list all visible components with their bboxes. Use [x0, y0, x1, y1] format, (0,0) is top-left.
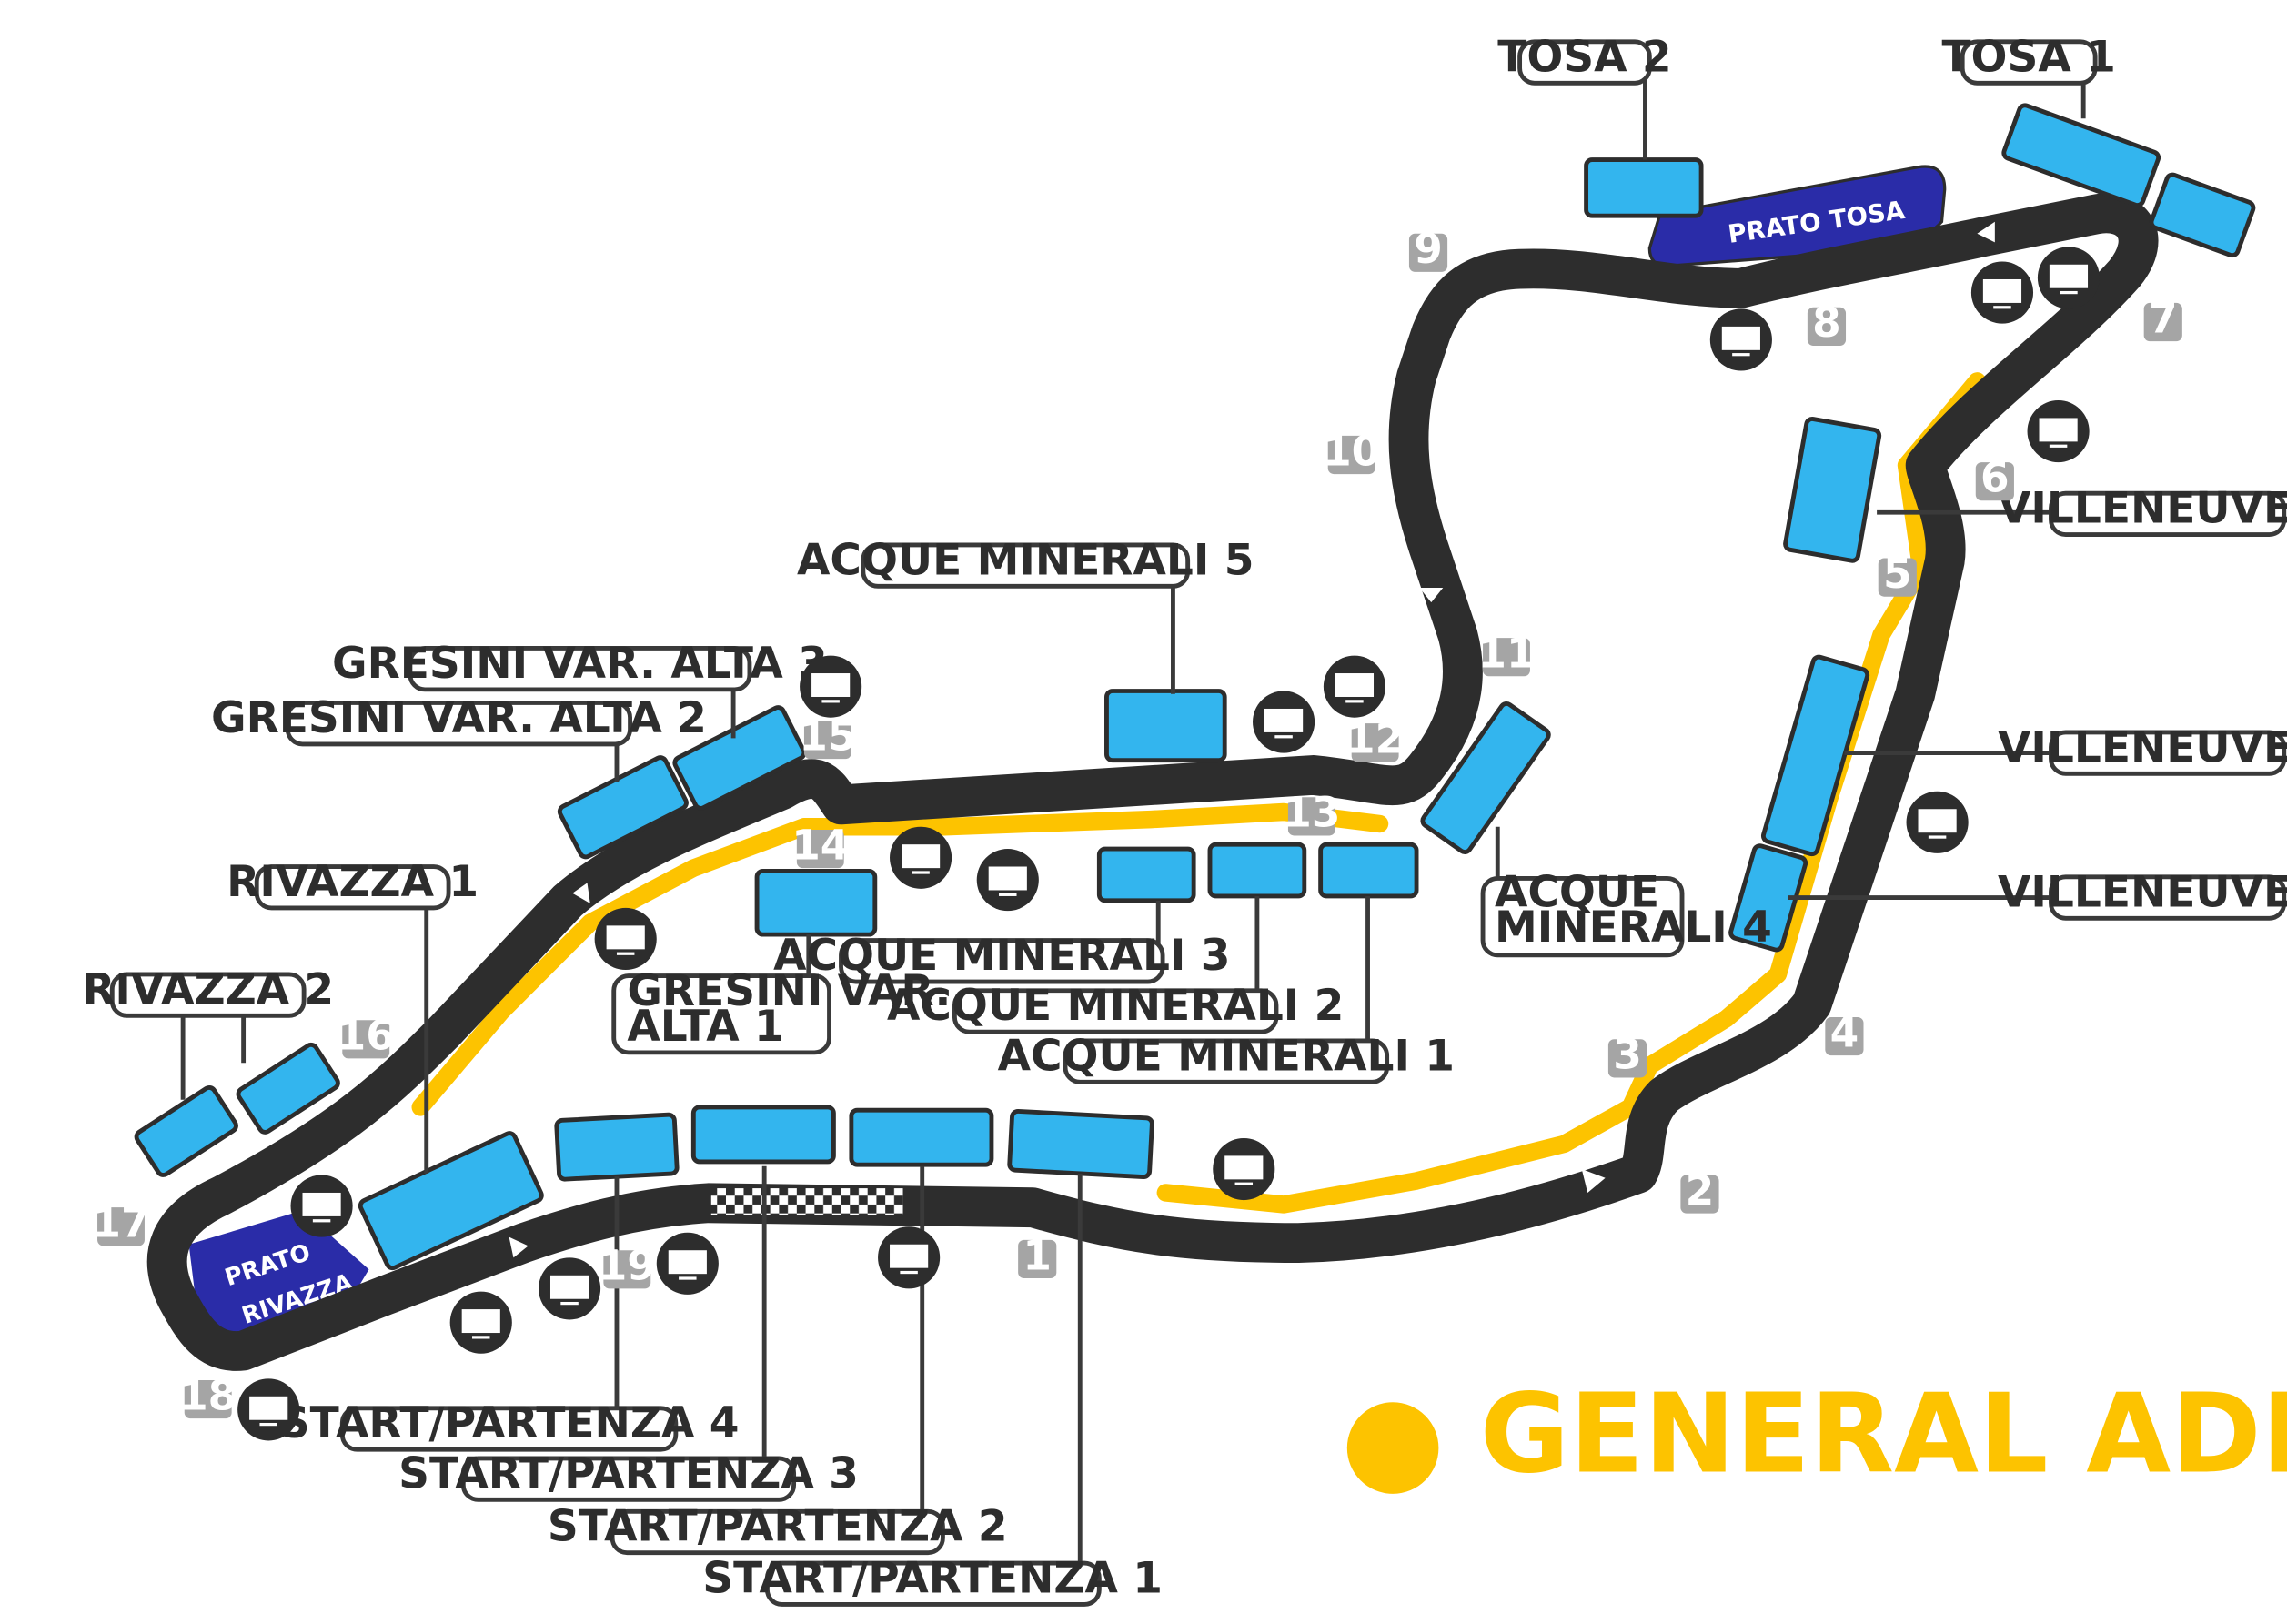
stand-start-2 [849, 1107, 994, 1167]
stand-rivazza-2a [134, 1084, 238, 1177]
tv-screen-icon [890, 826, 952, 889]
turn-11: 11 [1477, 630, 1535, 678]
tv-screen-icon [976, 849, 1039, 912]
tv-screen-icon [656, 1232, 719, 1295]
stand-rivazza-1 [358, 1131, 544, 1271]
label-rivazza-1: RIVAZZA 1 [227, 857, 479, 907]
turn-2: 2 [1686, 1166, 1715, 1215]
chevron-icon [572, 883, 590, 904]
tv-screen-icon [878, 1226, 941, 1289]
turn-markers: 1 2 3 4 5 6 7 8 9 10 11 12 13 14 15 16 1… [92, 225, 2182, 1419]
label-gresini-3: GRESINI VAR. ALTA 3 [332, 639, 828, 689]
label-start-1: START/PARTENZA 1 [702, 1554, 1163, 1604]
stand-tosa-2 [1584, 157, 1704, 218]
turn-3: 3 [1613, 1031, 1642, 1079]
stand-start-4 [554, 1112, 680, 1182]
label-villeneuve-3: VILLENEUVE 3 [1998, 484, 2287, 534]
chevron-icon [1977, 221, 1995, 243]
legend-general-admission-label: GENERAL ADMISSION [1480, 1372, 2287, 1498]
turn-13: 13 [1283, 789, 1340, 837]
turn-14: 14 [791, 821, 849, 869]
label-tosa-2: TOSA 2 [1497, 32, 1671, 82]
label-villeneuve-2: VILLENEUVE 2 [1998, 722, 2287, 772]
label-acque-minerali-5: ACQUE MINERALI 5 [797, 535, 1254, 585]
tv-screen-icon [237, 1378, 300, 1441]
label-acque-minerali-4-line1: ACQUE [1495, 867, 1659, 917]
chevron-icon [509, 1236, 529, 1258]
turn-9: 9 [1414, 225, 1443, 273]
stand-acque-minerali-1 [1318, 842, 1419, 899]
turn-4: 4 [1830, 1008, 1859, 1056]
tv-screen-icon [1213, 1137, 1275, 1201]
tv-screen-icon [2037, 247, 2101, 309]
legend-general-admission-dot [1346, 1402, 1439, 1494]
turn-18: 18 [179, 1371, 237, 1419]
stand-villeneuve-2 [1760, 654, 1870, 857]
chevron-icon [1581, 1169, 1606, 1193]
stand-gresini-2 [557, 755, 689, 860]
tv-screen-icon [800, 655, 862, 718]
label-acque-minerali-1: ACQUE MINERALI 1 [998, 1031, 1455, 1081]
chevron-icon [1419, 587, 1444, 603]
label-acque-minerali-3: ACQUE MINERALI 3 [773, 931, 1230, 981]
grandstands [134, 103, 2256, 1271]
label-villeneuve-1: VILLENEUVE 1 [1998, 867, 2287, 917]
turn-1: 1 [1023, 1231, 1052, 1279]
label-start-3: START/PARTENZA 3 [398, 1448, 859, 1498]
turn-15: 15 [799, 711, 856, 760]
ga-villeneuve-strip [1156, 372, 1987, 1214]
grandstand-labels: TOSA 2 TOSA 1 VILLENEUVE 3 VILLENEUVE 2 … [82, 32, 2287, 1607]
label-start-2: START/PARTENZA 2 [548, 1502, 1008, 1552]
stand-tosa-1a [2001, 103, 2161, 207]
turn-19: 19 [599, 1242, 656, 1290]
race-track [146, 193, 2159, 1371]
tv-screen-icon [290, 1175, 353, 1237]
legend: GENERAL ADMISSION [1346, 1372, 2287, 1498]
label-acque-minerali-4-line2: MINERALI 4 [1495, 903, 1772, 953]
stand-acque-minerali-2 [1207, 842, 1307, 899]
label-gresini-1-line2: ALTA 1 [627, 1002, 783, 1052]
tv-screen-icon [1709, 308, 1772, 371]
tv-screen-icon [1253, 691, 1315, 753]
tv-screen-icon [1970, 261, 2034, 324]
turn-8: 8 [1812, 298, 1841, 347]
start-finish-line [710, 1188, 903, 1215]
turn-12: 12 [1346, 715, 1404, 763]
label-start-4: START/PARTENZA 4 [279, 1398, 740, 1448]
label-tosa-1: TOSA 1 [1941, 32, 2115, 82]
direction-chevrons [509, 221, 1995, 1258]
stand-gresini-3 [672, 705, 807, 811]
tv-screen-icon [539, 1257, 601, 1320]
turn-5: 5 [1883, 550, 1912, 598]
stand-acque-minerali-4 [1420, 701, 1551, 854]
turn-10: 10 [1323, 427, 1380, 475]
stand-start-3 [690, 1105, 836, 1165]
tv-screen-icon [1323, 655, 1385, 718]
tv-screen-icon [594, 907, 657, 971]
stand-tosa-1b [2149, 172, 2256, 258]
stand-acque-minerali-3 [1096, 846, 1196, 903]
turn-6: 6 [1980, 454, 2010, 502]
stand-villeneuve-3 [1783, 417, 1882, 563]
label-acque-minerali-2: ACQUE MINERALI 2 [887, 981, 1344, 1031]
label-rivazza-2: RIVAZZA 2 [82, 964, 334, 1014]
stand-acque-minerali-5 [1104, 689, 1227, 763]
stand-start-1 [1007, 1108, 1154, 1180]
tv-screen-icon [1906, 791, 1969, 853]
turn-7: 7 [2149, 294, 2178, 342]
tv-screen-icon [449, 1291, 512, 1354]
stand-rivazza-2b [236, 1042, 340, 1135]
screens [237, 247, 2101, 1441]
ga-rivazza-strip [411, 802, 1389, 1116]
general-admission-areas [411, 372, 1987, 1214]
label-gresini-1-line1: GRESINI VAR. [627, 966, 951, 1016]
turn-16: 16 [338, 1012, 395, 1060]
stand-gresini-1 [754, 868, 878, 937]
tv-screen-icon [2027, 399, 2090, 463]
stand-villeneuve-1 [1728, 843, 1808, 953]
turn-17: 17 [92, 1199, 149, 1247]
label-gresini-2: GRESINI VAR. ALTA 2 [211, 693, 707, 743]
